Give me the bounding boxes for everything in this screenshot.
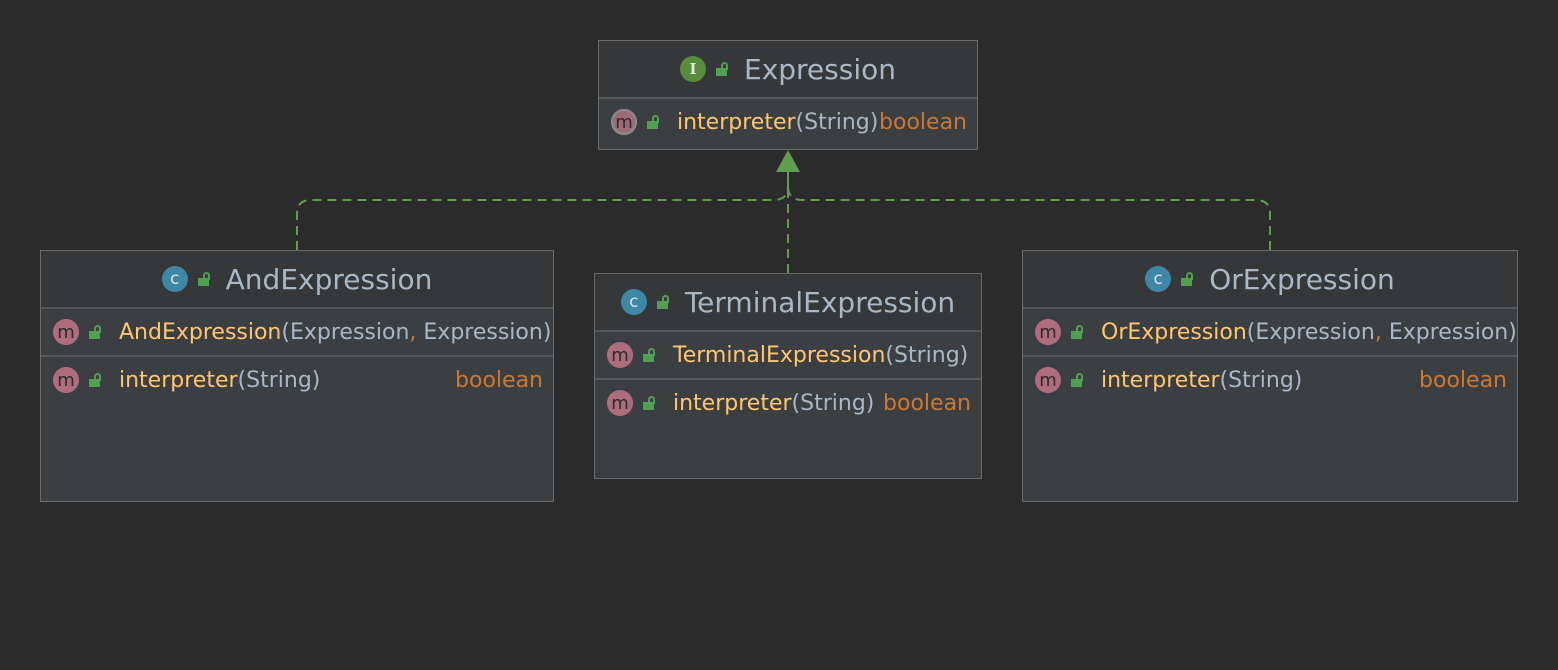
public-lock-icon	[89, 373, 101, 387]
member-section: m AndExpression(Expression, Expression)	[41, 309, 553, 357]
member-section: m interpreter(String) boolean	[1023, 357, 1517, 403]
return-type: boolean	[879, 109, 967, 135]
class-icon: c	[161, 266, 188, 292]
method-row[interactable]: m interpreter(String) boolean	[1023, 357, 1517, 403]
method-icon: m	[1035, 367, 1061, 393]
method-name: AndExpression	[119, 319, 282, 345]
class-header: c TerminalExpression	[595, 274, 981, 332]
method-params: (String)	[237, 367, 321, 393]
param-separator: ,	[409, 319, 424, 345]
public-lock-icon	[656, 295, 669, 309]
public-lock-icon	[716, 62, 728, 76]
param-type: Expression	[1388, 319, 1509, 345]
implements-arrowhead	[776, 150, 800, 172]
method-name: OrExpression	[1101, 319, 1247, 345]
method-name: interpreter	[119, 367, 238, 393]
interface-icon: I	[680, 56, 706, 82]
method-name: TerminalExpression	[673, 342, 886, 368]
param-type: Expression	[1255, 319, 1375, 345]
public-lock-icon	[643, 348, 655, 362]
param-type: String	[246, 367, 312, 393]
return-type: boolean	[883, 390, 971, 416]
method-row[interactable]: m interpreter(String) boolean	[595, 380, 981, 426]
public-lock-icon	[197, 272, 210, 286]
method-icon: m	[611, 109, 637, 135]
member-section: m interpreter(String)boolean	[599, 99, 977, 145]
class-header: c OrExpression	[1023, 251, 1517, 309]
member-section: m interpreter(String) boolean	[41, 357, 553, 403]
param-list: (String)	[795, 109, 879, 135]
param-type: String	[894, 342, 960, 368]
method-icon: m	[607, 342, 633, 368]
method-row[interactable]: m interpreter(String) boolean	[41, 357, 553, 403]
method-row[interactable]: m OrExpression(Expression, Expression)	[1023, 309, 1517, 355]
class-name[interactable]: OrExpression	[1209, 262, 1395, 296]
param-type: Expression	[423, 319, 543, 345]
member-section: m OrExpression(Expression, Expression)	[1023, 309, 1517, 357]
param-type: String	[1228, 367, 1294, 393]
method-icon: m	[1035, 319, 1061, 345]
public-lock-icon	[1071, 325, 1083, 339]
method-icon: m	[53, 319, 79, 345]
public-lock-icon	[1181, 272, 1194, 286]
method-params: (String)	[791, 390, 875, 416]
method-icon: m	[607, 390, 633, 416]
public-lock-icon	[1071, 373, 1083, 387]
method-icon: m	[53, 367, 79, 393]
class-header: I Expression	[599, 41, 977, 99]
method-row[interactable]: m interpreter(String)boolean	[599, 99, 977, 145]
method-params: (String)	[796, 110, 879, 135]
method-name: interpreter	[677, 109, 796, 135]
public-lock-icon	[643, 396, 655, 410]
param-separator: ,	[1374, 319, 1389, 345]
member-section: m TerminalExpression(String)	[595, 332, 981, 380]
return-type: boolean	[455, 367, 543, 393]
param-type: String	[800, 390, 866, 416]
method-params: (Expression, Expression)	[1246, 319, 1517, 345]
class-name[interactable]: AndExpression	[225, 262, 433, 296]
method-name: interpreter	[1101, 367, 1220, 393]
return-type: boolean	[1419, 367, 1507, 393]
class-icon: c	[1145, 266, 1172, 292]
method-name: interpreter	[673, 390, 792, 416]
edge-and-to-expression	[296, 172, 789, 250]
method-params: (Expression, Expression)	[281, 319, 552, 345]
public-lock-icon	[647, 115, 659, 129]
class-name[interactable]: TerminalExpression	[684, 285, 956, 319]
expression-interface-box[interactable]: I Expression m interpreter(String)boolean	[598, 40, 978, 150]
method-row[interactable]: m TerminalExpression(String)	[595, 332, 981, 378]
member-section: m interpreter(String) boolean	[595, 380, 981, 426]
method-row[interactable]: m AndExpression(Expression, Expression)	[41, 309, 553, 355]
param-type: Expression	[289, 319, 410, 345]
public-lock-icon	[89, 325, 101, 339]
method-params: (String)	[885, 342, 969, 368]
edge-or-to-expression	[787, 172, 1271, 250]
method-params: (String)	[1219, 367, 1303, 393]
class-icon: c	[620, 289, 647, 315]
class-header: c AndExpression	[41, 251, 553, 309]
class-name[interactable]: Expression	[744, 52, 896, 86]
